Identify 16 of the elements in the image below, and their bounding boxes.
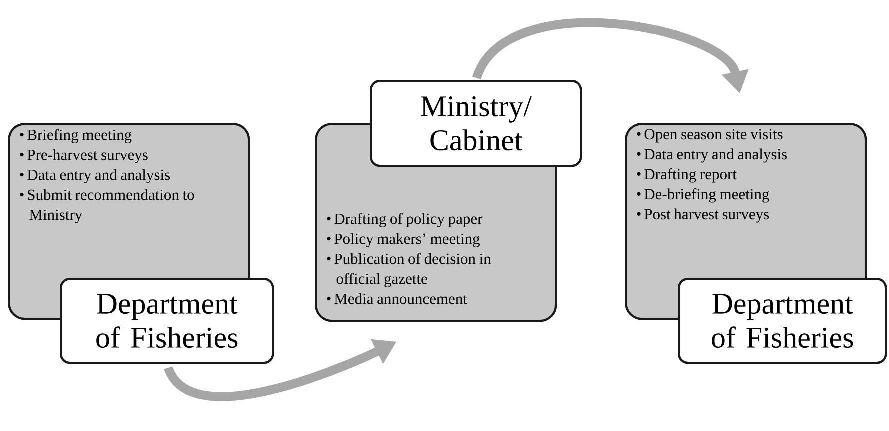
bullet-item: Data entry and analysis xyxy=(20,169,170,184)
title-box: Department of Fisheries xyxy=(678,278,888,364)
title-box: Department of Fisheries xyxy=(60,278,274,364)
bullet-item: Data entry and analysis xyxy=(637,148,787,163)
bullet-item: Publication of decision in official gazette xyxy=(327,253,492,288)
bullet-item: Policy makers’ meeting xyxy=(327,233,480,248)
bullet-item: Briefing meeting xyxy=(20,129,132,144)
bullet-item: Media announcement xyxy=(327,293,468,304)
bullet-item: Drafting report xyxy=(637,168,737,183)
bullet-item: Drafting of policy paper xyxy=(327,213,483,228)
bullet-item: Pre-harvest surveys xyxy=(20,149,148,164)
bullet-item: Submit recommendation to Ministry xyxy=(20,189,194,224)
bullet-item: Open season site visits xyxy=(637,129,783,143)
bullet-item: Post harvest surveys xyxy=(637,208,770,223)
title-box: Ministry/ Cabinet xyxy=(370,80,582,168)
bullet-item: De-briefing meeting xyxy=(637,188,770,203)
